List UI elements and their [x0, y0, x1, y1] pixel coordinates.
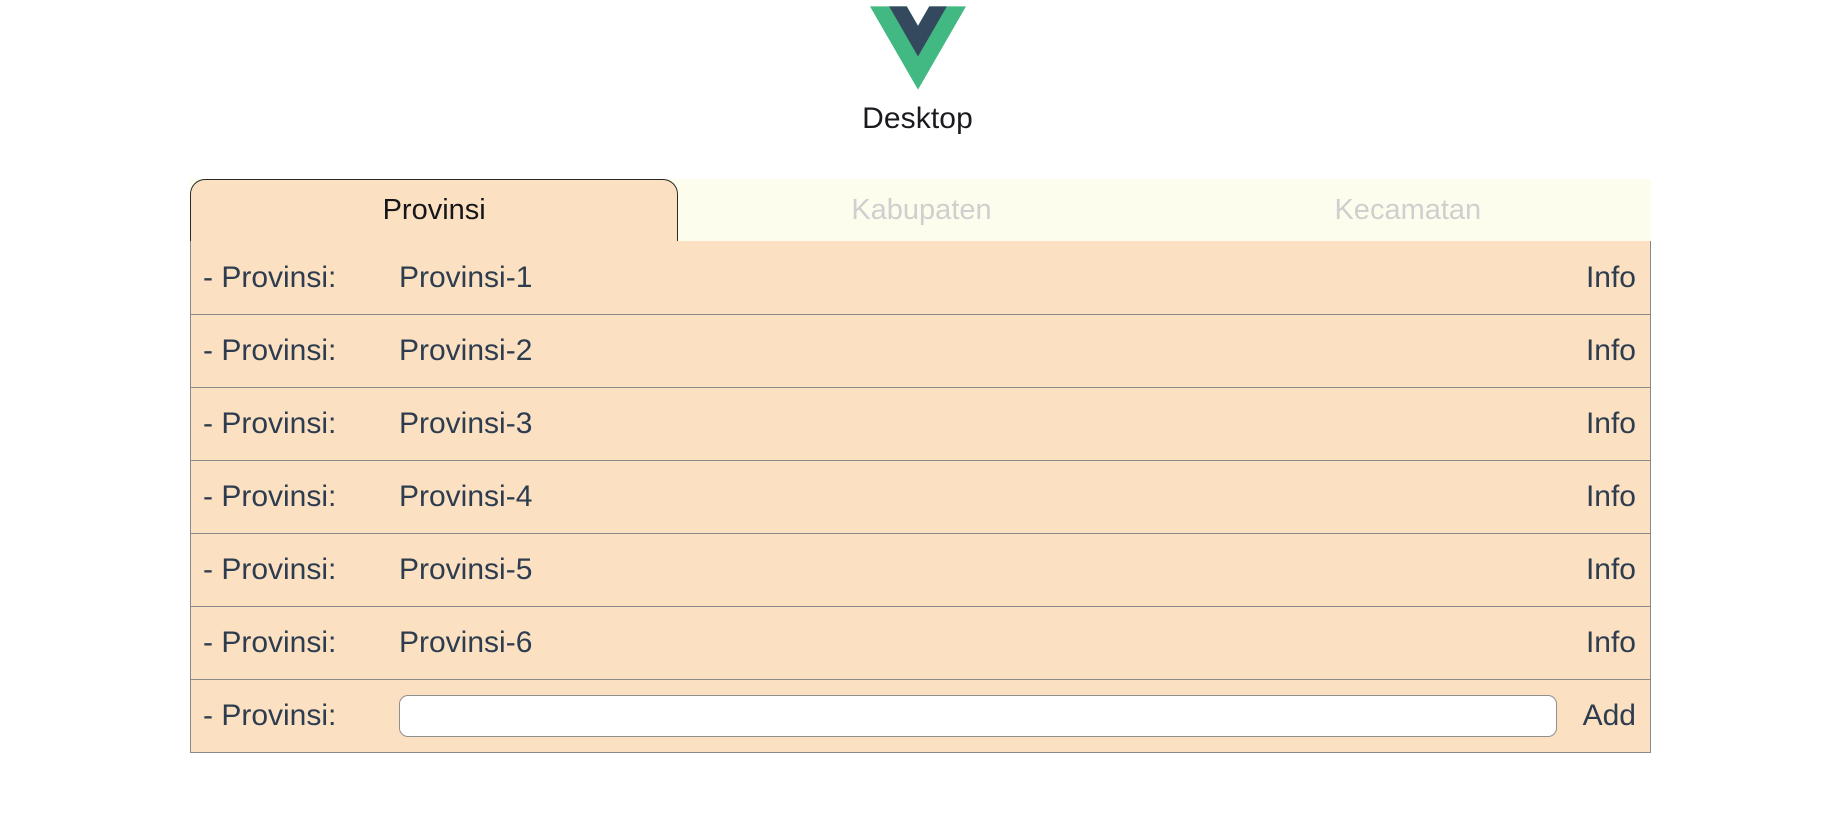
row-value: Provinsi-1	[399, 260, 533, 294]
info-button[interactable]: Info	[1585, 334, 1636, 367]
vue-logo-icon	[869, 6, 966, 90]
info-button[interactable]: Info	[1585, 553, 1636, 586]
tab-bar: Provinsi Kabupaten Kecamatan	[190, 179, 1651, 241]
tab-kecamatan[interactable]: Kecamatan	[1164, 179, 1651, 241]
info-button[interactable]: Info	[1585, 480, 1636, 513]
row-label: - Provinsi:	[203, 260, 337, 294]
provinsi-list: - Provinsi: Provinsi-1 Info - Provinsi: …	[190, 241, 1651, 753]
table-row: - Provinsi: Provinsi-4 Info	[191, 460, 1650, 533]
tab-kecamatan-label: Kecamatan	[1334, 193, 1482, 226]
info-button[interactable]: Info	[1585, 260, 1636, 294]
row-label: - Provinsi:	[203, 480, 337, 513]
add-row: - Provinsi: Add	[191, 679, 1650, 752]
row-value: Provinsi-3	[399, 407, 533, 440]
table-row: - Provinsi: Provinsi-3 Info	[191, 387, 1650, 460]
new-provinsi-input[interactable]	[399, 695, 1557, 737]
table-row: - Provinsi: Provinsi-2 Info	[191, 314, 1650, 387]
row-label: - Provinsi:	[203, 553, 337, 586]
row-label: - Provinsi:	[203, 626, 337, 659]
tab-provinsi[interactable]: Provinsi	[190, 179, 679, 241]
tab-kabupaten-label: Kabupaten	[851, 193, 992, 226]
provinsi-panel: Provinsi Kabupaten Kecamatan - Provinsi:…	[190, 179, 1651, 753]
row-value: Provinsi-6	[399, 626, 533, 659]
tab-kabupaten[interactable]: Kabupaten	[678, 179, 1165, 241]
table-row: - Provinsi: Provinsi-1 Info	[191, 241, 1650, 314]
add-row-label: - Provinsi:	[203, 699, 337, 732]
info-button[interactable]: Info	[1585, 626, 1636, 659]
page-title: Desktop	[862, 102, 973, 135]
row-value: Provinsi-5	[399, 553, 533, 586]
add-button[interactable]: Add	[1582, 699, 1636, 732]
tab-provinsi-label: Provinsi	[382, 194, 486, 226]
row-value: Provinsi-2	[399, 334, 533, 367]
row-label: - Provinsi:	[203, 407, 337, 440]
row-value: Provinsi-4	[399, 480, 533, 513]
info-button[interactable]: Info	[1585, 407, 1636, 440]
table-row: - Provinsi: Provinsi-6 Info	[191, 606, 1650, 679]
table-row: - Provinsi: Provinsi-5 Info	[191, 533, 1650, 606]
row-label: - Provinsi:	[203, 334, 337, 367]
app-header: Desktop	[0, 0, 1835, 134]
